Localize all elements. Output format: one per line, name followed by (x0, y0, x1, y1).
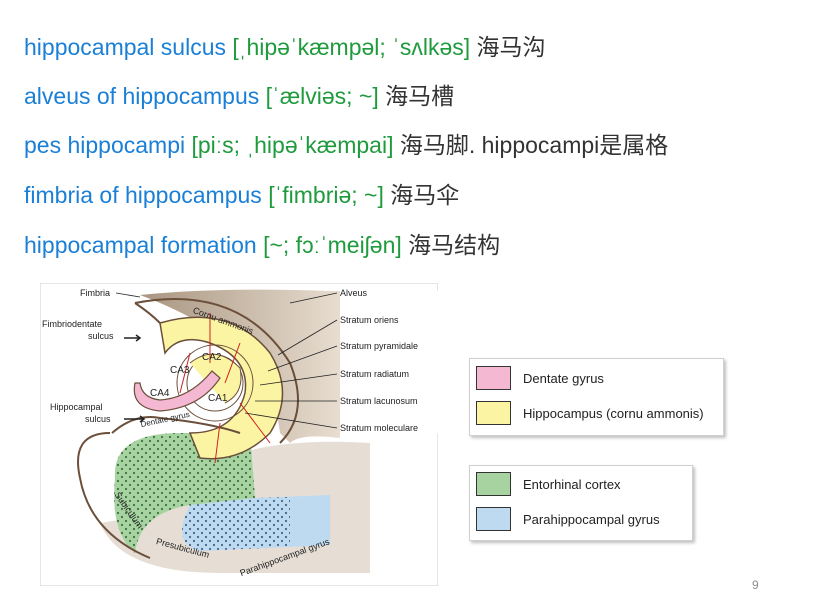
label-stratum-oriens: Stratum oriens (340, 315, 399, 325)
label-hippocampal: Hippocampal (50, 402, 103, 412)
legend-hippocampus: Dentate gyrus Hippocampus (cornu ammonis… (469, 358, 724, 436)
term-phonetic: [~; fɔːˈmeiʃən] (263, 232, 402, 258)
fiber-pathways (179, 313, 271, 464)
label-stratum-radiatum: Stratum radiatum (340, 369, 409, 379)
legend-item-parahippocampal: Parahippocampal gyrus (476, 507, 660, 531)
ca-inner-ring (176, 344, 254, 422)
term-chinese: 海马槽 (378, 83, 455, 109)
label-alveus: Alveus (340, 288, 368, 298)
label-ca4: CA4 (150, 388, 170, 399)
legend-label: Entorhinal cortex (523, 476, 621, 492)
term-chinese: 海马伞 (383, 182, 460, 208)
leader-fimbria (115, 292, 141, 298)
swatch-dentate (476, 366, 511, 390)
term-phonetic: [ˌhipəˈkæmpəl; ˈsʌlkəs] (232, 34, 471, 60)
label-stratum-pyramidale: Stratum pyramidale (340, 341, 418, 351)
term-line-1: hippocampal sulcus [ˌhipəˈkæmpəl; ˈsʌlkə… (24, 28, 546, 62)
label-hippocampal-sulcus: sulcus (85, 414, 111, 424)
legend-item-dentate: Dentate gyrus (476, 366, 604, 390)
legend-label: Parahippocampal gyrus (523, 511, 660, 527)
label-fimbriodentate-sulcus: sulcus (88, 331, 114, 341)
legend-item-entorhinal: Entorhinal cortex (476, 472, 621, 496)
label-fimbria: Fimbria (80, 288, 110, 298)
term-line-5: hippocampal formation [~; fɔːˈmeiʃən] 海马… (24, 226, 500, 260)
arrow-hippocampal-head (139, 415, 146, 423)
dentate-gyrus-region (133, 370, 221, 412)
legend-label: Hippocampus (cornu ammonis) (523, 405, 704, 421)
term-phonetic: [ˈælviəs; ~] (265, 83, 379, 109)
swatch-entorhinal (476, 472, 511, 496)
leader-lines (244, 292, 338, 429)
swatch-parahippocampal (476, 507, 511, 531)
term-line-4: fimbria of hippocampus [ˈfimbriə; ~] 海马伞 (24, 176, 459, 210)
entorhinal-dots (114, 433, 255, 553)
label-ca3: CA3 (170, 365, 190, 376)
label-ca1: CA1 (208, 393, 228, 404)
term-phonetic: [piːs; ˌhipəˈkæmpai] (191, 132, 394, 158)
term-english: hippocampal formation (24, 232, 264, 258)
term-english: fimbria of hippocampus (24, 182, 269, 208)
parahippocampal-dots (182, 497, 290, 551)
term-line-3: pes hippocampi [piːs; ˌhipəˈkæmpai] 海马脚.… (24, 126, 668, 160)
ventricle-region (140, 289, 340, 443)
label-stratum-lacunosum: Stratum lacunosum (340, 396, 418, 406)
term-chinese: 海马脚. hippocampi是属格 (393, 132, 669, 158)
term-phonetic: [ˈfimbriə; ~] (268, 182, 384, 208)
term-english: alveus of hippocampus (24, 83, 266, 109)
swatch-cornu (476, 401, 511, 425)
label-fimbriodentate: Fimbriodentate (42, 319, 102, 329)
hippocampal-sulcus-line (111, 416, 241, 434)
term-line-2: alveus of hippocampus [ˈælviəs; ~] 海马槽 (24, 77, 454, 111)
page-number: 9 (752, 578, 759, 592)
term-english: pes hippocampi (24, 132, 192, 158)
fimbria-outline (134, 302, 161, 324)
hippocampus-diagram: Fimbria Fimbriodentate sulcus Hippocampa… (40, 283, 438, 586)
label-ca2: CA2 (202, 352, 222, 363)
term-chinese: 海马沟 (470, 34, 546, 60)
legend-cortex: Entorhinal cortex Parahippocampal gyrus (469, 465, 693, 541)
label-stratum-moleculare: Stratum moleculare (340, 423, 418, 433)
legend-item-cornu: Hippocampus (cornu ammonis) (476, 401, 704, 425)
subiculum-outline (77, 432, 151, 559)
arrow-fimbriodentate-head (135, 334, 142, 342)
term-english: hippocampal sulcus (24, 34, 233, 60)
legend-label: Dentate gyrus (523, 370, 604, 386)
white-matter (340, 291, 438, 433)
term-chinese: 海马结构 (401, 232, 501, 258)
